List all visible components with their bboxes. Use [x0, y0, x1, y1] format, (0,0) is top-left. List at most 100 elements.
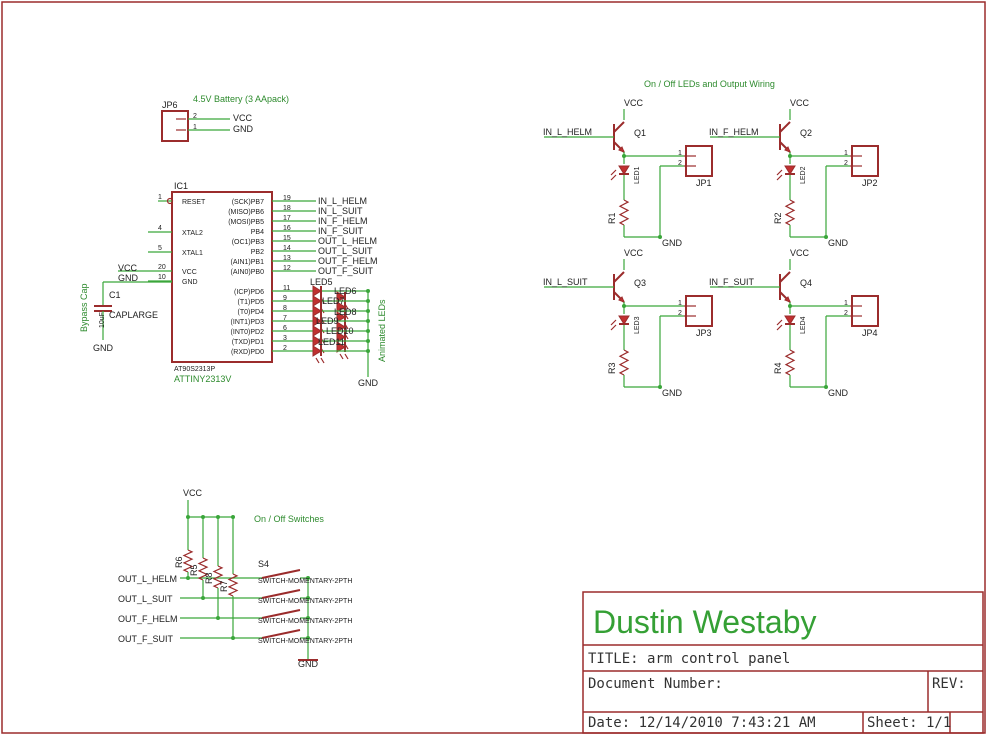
cap-ref: C1 [109, 290, 121, 300]
status-led [776, 165, 796, 181]
mcu-pin-number: 11 [283, 285, 290, 292]
mcu-part: AT90S2313P [174, 366, 215, 373]
mcu-ref: IC1 [174, 181, 188, 191]
cap-value: CAPLARGE [109, 310, 158, 320]
led-body [312, 325, 322, 337]
led-body [618, 165, 630, 175]
anim-led-b-6 [336, 341, 349, 360]
led-ref: LED4 [800, 316, 807, 334]
animated-leds-gnd: GND [358, 378, 379, 388]
anim-led-4 [312, 315, 325, 334]
channel-gnd: GND [828, 238, 849, 248]
connector-pin2-num: 2 [678, 310, 682, 317]
mcu-pin-name: (T1)PD5 [238, 299, 265, 306]
transistor-ref: Q3 [634, 278, 646, 288]
cap-gnd: GND [93, 343, 114, 353]
date-field: Date: 12/14/2010 7:43:21 AM [588, 715, 816, 731]
junction [306, 576, 310, 580]
mcu-pin-name: (AIN0)PB0 [231, 269, 265, 276]
mcu-pin-number: 9 [283, 295, 287, 302]
mcu-pin-name: XTAL1 [182, 250, 203, 257]
mcu-pin-number: 2 [283, 345, 287, 352]
junction [366, 349, 370, 353]
connector-pin2-num: 2 [844, 310, 848, 317]
mcu-pin-name: GND [182, 279, 198, 286]
led-body [312, 315, 322, 327]
mcu-pin-name: (OC1)PB3 [232, 239, 264, 246]
led-resistor [784, 199, 796, 226]
anim-led-label: LED6 [334, 286, 357, 296]
status-led [610, 315, 630, 331]
mcu-pin-name: PB2 [251, 249, 264, 256]
net-label: IN_F_HELM [318, 216, 368, 226]
connector-ref: JP2 [862, 178, 878, 188]
anim-led-label: LED5 [310, 277, 333, 287]
led-resistor [618, 349, 630, 376]
channel-vcc: VCC [790, 248, 810, 258]
mcu-pin-name: (T0)PD4 [238, 309, 265, 316]
battery-net-vcc: VCC [233, 113, 253, 123]
channel-gnd: GND [662, 388, 683, 398]
mcu-pin-number: 8 [283, 305, 287, 312]
resistor-ref: R2 [773, 212, 783, 224]
led-body [336, 301, 346, 313]
mcu-pin-name: VCC [182, 269, 197, 276]
connector-pin2-num: 2 [678, 160, 682, 167]
led-body [336, 311, 346, 323]
sheet-field: Sheet: 1/1 [867, 715, 951, 731]
led-body [784, 165, 796, 175]
net-label: IN_L_SUIT [318, 206, 363, 216]
channel-input: IN_F_HELM [709, 127, 759, 137]
mcu-pin-name: (INT1)PD3 [231, 319, 265, 326]
battery-label: 4.5V Battery (3 AApack) [193, 94, 289, 104]
led-body [336, 331, 346, 343]
net-label: OUT_L_HELM [318, 236, 377, 246]
mcu-pin-number: 6 [283, 325, 287, 332]
bypass-cap-label: Bypass Cap [79, 283, 89, 332]
switch-output-net: OUT_L_SUIT [118, 594, 173, 604]
led-ref: LED3 [634, 316, 641, 334]
status-led [776, 315, 796, 331]
mcu-pin-name: (RXD)PD0 [231, 349, 264, 356]
transistor-collector [779, 121, 791, 133]
emitter-arrow [784, 146, 791, 153]
reset-inverter-bubble [166, 197, 174, 205]
connector-ref: JP4 [862, 328, 878, 338]
switch-gnd: GND [298, 659, 319, 669]
connector-ref: JP3 [696, 328, 712, 338]
pullup-resistor [182, 549, 194, 573]
mcu-pin-name: (INT0)PD2 [231, 329, 265, 336]
anim-led-label: LED9 [316, 316, 339, 326]
mcu-net-gnd: GND [118, 273, 139, 283]
pullup-ref: R6 [174, 556, 184, 568]
mcu-body [171, 191, 273, 363]
led-resistor [618, 199, 630, 226]
mcu-pin-name: (ICP)PD6 [234, 289, 264, 296]
transistor-collector [779, 271, 791, 283]
mcu-pin-number: 3 [283, 335, 287, 342]
switch-output-net: OUT_L_HELM [118, 574, 177, 584]
led-body [336, 341, 346, 353]
mcu-pin-name: XTAL2 [182, 230, 203, 237]
channel-gnd: GND [662, 238, 683, 248]
output-connector [851, 295, 879, 327]
net-label: OUT_F_HELM [318, 256, 378, 266]
led-body [312, 305, 322, 317]
led-rays [776, 169, 783, 181]
battery-ref: JP6 [162, 100, 178, 110]
connector-pin1-num: 1 [678, 300, 682, 307]
switch-part: SWITCH-MOMENTARY-2PTH [258, 578, 352, 585]
junction [366, 289, 370, 293]
pullup-ref: R5 [189, 564, 199, 576]
output-connector [685, 295, 713, 327]
